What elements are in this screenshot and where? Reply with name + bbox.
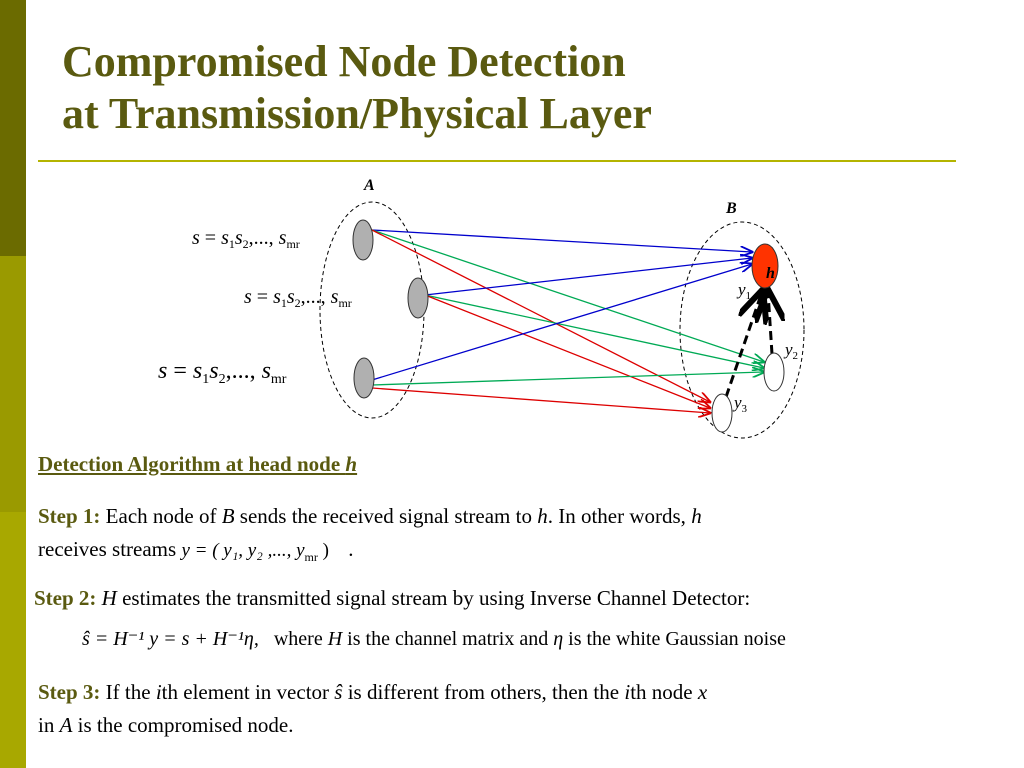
node-a2 — [407, 277, 429, 319]
report-y3-to-h — [724, 292, 762, 398]
y2-label: y2 — [783, 340, 798, 362]
left-accent-bar-top — [0, 0, 26, 256]
step-1: Step 1: Each node of B sends the receive… — [38, 504, 702, 564]
node-a3 — [353, 357, 375, 399]
step-1-label: Step 1: — [38, 504, 101, 528]
link-s2-y3 — [424, 294, 710, 408]
step-3: Step 3: If the ith element in vector ŝ i… — [38, 680, 708, 737]
link-s2-y2 — [424, 294, 764, 368]
link-s3-y2 — [371, 372, 764, 386]
algorithm-heading: Detection Algorithm at head node h — [38, 452, 358, 476]
group-a-label: A — [363, 177, 375, 194]
node-y2 — [763, 352, 785, 392]
y1-label: y1 — [736, 280, 751, 302]
group-b-label: B — [725, 200, 737, 217]
slide-title: Compromised Node Detection at Transmissi… — [62, 36, 652, 140]
report-y2-to-h — [768, 292, 772, 355]
link-s3-y3 — [371, 387, 710, 413]
link-s1-h — [371, 229, 752, 252]
left-accent-bar-bottom — [0, 512, 26, 768]
node-a1 — [352, 219, 374, 261]
group-b-boundary — [679, 221, 805, 439]
left-accent-bar-middle — [0, 256, 26, 512]
stream-label-3: s = s1s2,..., smr — [158, 358, 287, 387]
step-2: Step 2: H estimates the transmitted sign… — [34, 586, 751, 610]
step-2-equation: ŝ = H⁻¹ y = s + H⁻¹η, — [82, 628, 259, 650]
title-line-1: Compromised Node Detection — [62, 37, 626, 86]
step-1-equation: y = ( y₁, y₂ ,..., ymr ) — [181, 540, 329, 564]
step-2-equation-line: ŝ = H⁻¹ y = s + H⁻¹η, where H is the cha… — [82, 628, 786, 650]
link-s1-y3 — [371, 229, 710, 402]
link-s2-h — [424, 258, 752, 296]
node-y3 — [711, 393, 733, 433]
link-s3-h — [371, 264, 752, 381]
step-2-label: Step 2: — [34, 586, 97, 610]
step-3-label: Step 3: — [38, 680, 101, 704]
title-line-2: at Transmission/Physical Layer — [62, 89, 652, 138]
stream-label-1: s = s1s2,..., smr — [192, 227, 300, 251]
link-s1-y2 — [371, 229, 764, 362]
y3-label: y3 — [732, 393, 748, 415]
head-node-label: h — [766, 265, 775, 282]
stream-label-2: s = s1s2,..., smr — [244, 286, 352, 310]
title-divider — [38, 160, 956, 162]
head-node — [751, 243, 779, 289]
